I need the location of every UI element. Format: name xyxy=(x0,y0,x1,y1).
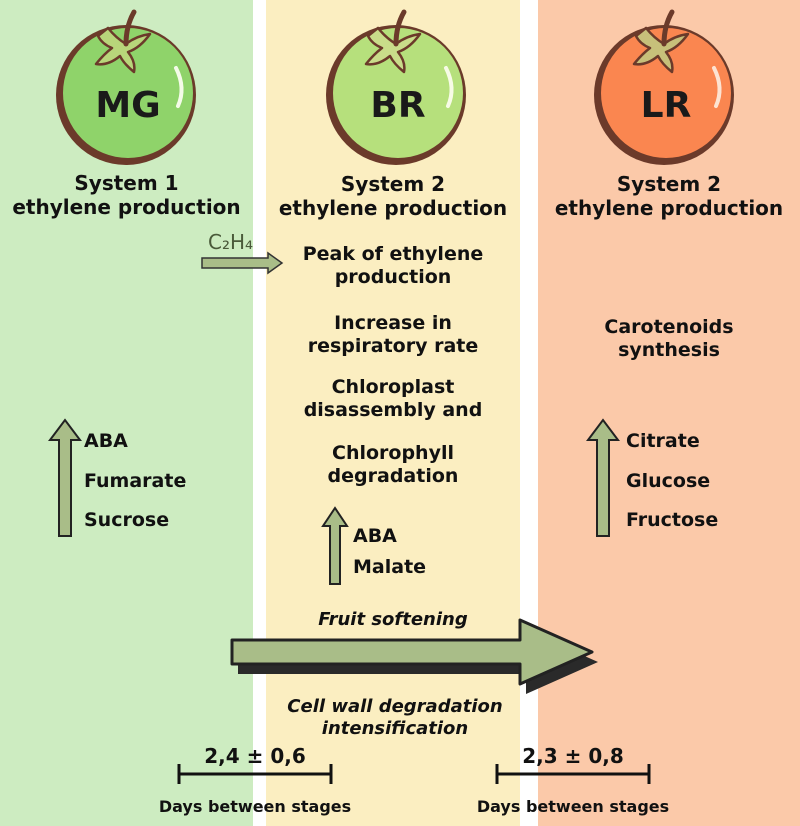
softening-arrow-icon xyxy=(230,618,598,694)
br-event-peak-ethylene: Peak of ethylene production xyxy=(266,243,520,289)
event-line2: disassembly and xyxy=(303,399,483,422)
event-line2: respiratory rate xyxy=(307,335,479,358)
tomato-lr-icon xyxy=(594,9,734,165)
lr-event-carotenoids: Carotenoids synthesis xyxy=(538,316,800,362)
event-line1: Chloroplast xyxy=(331,376,455,398)
event-line1: Peak of ethylene xyxy=(302,243,484,265)
metabolite-lr-fructose: Fructose xyxy=(626,509,719,531)
cell-wall-line1: Cell wall degradation xyxy=(287,696,503,717)
stage-code-br: BR xyxy=(370,85,426,126)
system-title-line2: ethylene production xyxy=(554,196,784,221)
metabolite-lr-citrate: Citrate xyxy=(626,430,700,452)
metabolite-br-aba: ABA xyxy=(353,525,397,547)
stage-code-lr: LR xyxy=(640,85,692,126)
event-line1: Increase in xyxy=(334,312,452,334)
event-line2: synthesis xyxy=(618,339,720,362)
system-title-lr: System 2 ethylene production xyxy=(538,172,800,221)
metabolite-mg-fumarate: Fumarate xyxy=(84,470,187,492)
stage-code-mg: MG xyxy=(95,85,161,126)
metabolite-lr-glucose: Glucose xyxy=(626,470,711,492)
ethylene-arrow-icon xyxy=(201,251,284,275)
interval-value-1: 2,4 ± 0,6 xyxy=(204,744,306,768)
br-event-chlorophyll: Chlorophyll degradation xyxy=(266,442,520,488)
interval-caption-2: Days between stages xyxy=(476,797,670,816)
system-title-line2: ethylene production xyxy=(12,195,241,220)
ethylene-label: C₂H₄ xyxy=(208,230,254,254)
system-title-line2: ethylene production xyxy=(278,196,508,221)
system-title-line1: System 1 xyxy=(74,171,179,195)
event-line1: Carotenoids xyxy=(604,316,734,338)
cell-wall-line2: intensification xyxy=(321,717,469,739)
increase-arrow-mg-icon xyxy=(48,418,82,537)
tomato-mg-icon xyxy=(56,9,196,165)
system-title-line1: System 2 xyxy=(340,172,446,196)
cell-wall-label: Cell wall degradation intensification xyxy=(240,696,550,740)
system-title-mg: System 1 ethylene production xyxy=(0,171,253,220)
br-event-chloroplast: Chloroplast disassembly and xyxy=(266,376,520,422)
br-event-respiratory-rate: Increase in respiratory rate xyxy=(266,312,520,358)
event-line2: degradation xyxy=(327,465,459,488)
metabolite-mg-aba: ABA xyxy=(84,430,128,452)
system-title-br: System 2 ethylene production xyxy=(266,172,520,221)
metabolite-mg-sucrose: Sucrose xyxy=(84,509,170,531)
interval-value-2: 2,3 ± 0,8 xyxy=(522,744,624,768)
event-line2: production xyxy=(334,266,452,289)
interval-bracket-1 xyxy=(177,764,333,784)
increase-arrow-br-icon xyxy=(321,506,349,585)
event-line1: Chlorophyll xyxy=(332,442,454,464)
fruit-softening-label: Fruit softening xyxy=(318,609,468,630)
system-title-line1: System 2 xyxy=(616,172,722,196)
tomato-br-icon xyxy=(326,9,466,165)
interval-bracket-2 xyxy=(495,764,651,784)
interval-caption-1: Days between stages xyxy=(158,797,352,816)
metabolite-br-malate: Malate xyxy=(353,556,427,578)
increase-arrow-lr-icon xyxy=(586,418,620,537)
